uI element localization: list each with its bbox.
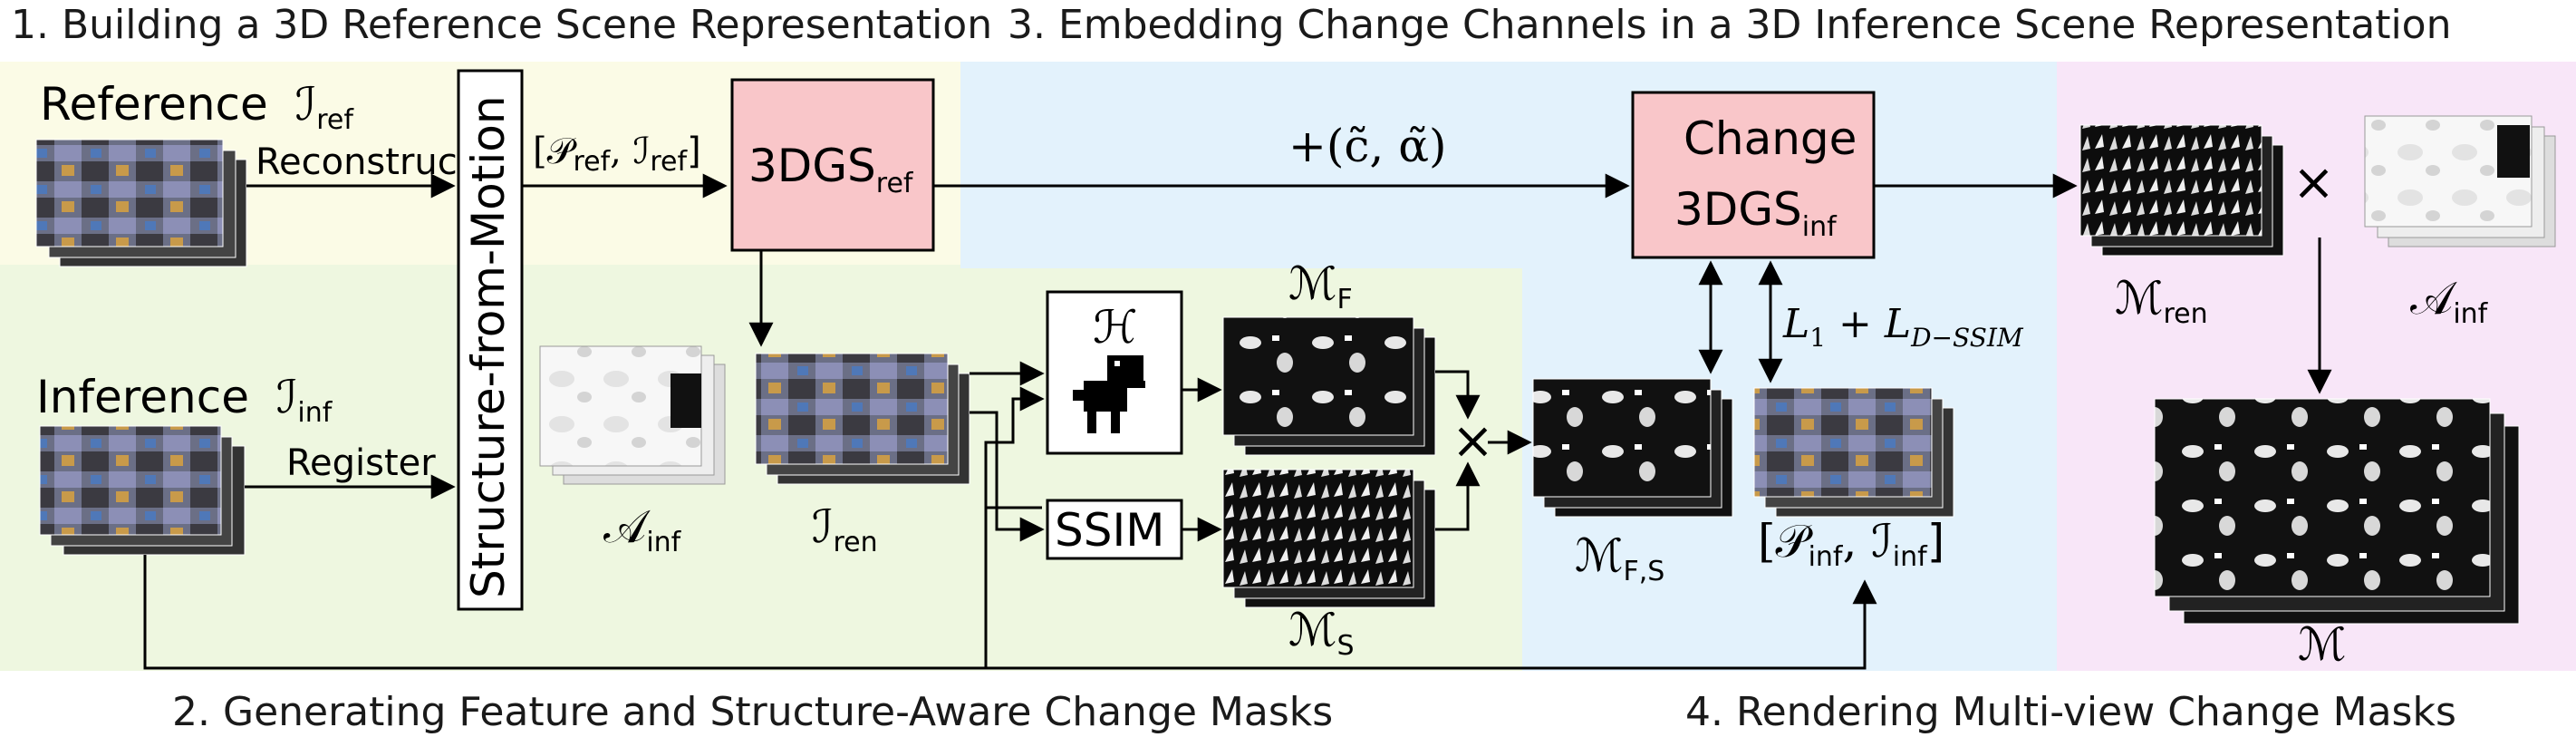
mf-label: ℳF (1288, 257, 1353, 315)
dino-icon (1073, 355, 1145, 433)
final-mask-image-stack (2154, 398, 2520, 625)
pinf-image-stack (1753, 387, 1954, 518)
multiply-symbol-2: × (2292, 153, 2335, 212)
step4-title: 4. Rendering Multi-view Change Masks (1685, 689, 2456, 735)
ms-image-stack (1222, 469, 1436, 608)
change-gs-line1: Change (1684, 112, 1857, 165)
ssim-block (1046, 499, 1183, 560)
change-gs-block (1631, 91, 1876, 259)
reference-image-stack (35, 139, 247, 267)
change-params-label: +(c̃, α̃) (1288, 120, 1446, 172)
final-mask-label: ℳ (2298, 618, 2346, 671)
multiply-symbol-1: × (1452, 412, 1494, 470)
a-inf-right-label: 𝒜inf (2410, 272, 2489, 330)
mren-image-stack (2079, 124, 2284, 257)
i-ren-label: ℐren (812, 500, 878, 558)
inference-bottom-line (143, 555, 1877, 670)
sfm-label: Structure-from-Motion (462, 95, 515, 598)
mren-label: ℳren (2115, 272, 2208, 330)
reference-label: Reference ℐref (40, 78, 354, 136)
iren-to-ssim-branch (970, 411, 1045, 542)
loss-label: L1 + LD−SSIM (1782, 301, 2024, 353)
mfs-label: ℳF,S (1575, 529, 1664, 587)
i-ren-image-stack (755, 353, 970, 485)
ms-to-times-arrow (1435, 461, 1481, 531)
inference-label: Inference ℐinf (36, 371, 333, 429)
iinf-to-h-arrow (984, 386, 1045, 668)
step1-title: 1. Building a 3D Reference Scene Represe… (11, 2, 992, 48)
register-label: Register (286, 442, 436, 484)
ms-label: ℳS (1288, 604, 1355, 662)
ssim-label: SSIM (1055, 504, 1164, 557)
pref-iref-label: [𝒫ref, ℐref] (533, 131, 701, 178)
pinf-label: [𝒫inf, ℐinf] (1758, 515, 1944, 573)
dino-label: ℋ (1093, 301, 1137, 354)
gs-ref-label: 3DGSref (748, 140, 914, 199)
mfs-image-stack (1532, 378, 1733, 518)
a-inf-label: 𝒜inf (603, 500, 682, 558)
reconstruct-label: Reconstruct (256, 141, 471, 183)
inference-image-stack (39, 425, 246, 556)
a-inf-image-stack (539, 345, 726, 485)
a-inf-right-image-stack (2364, 115, 2556, 247)
region-3-background (960, 62, 2057, 268)
step3-title: 3. Embedding Change Channels in a 3D Inf… (1008, 2, 2451, 48)
change-gs-line2: 3DGSinf (1674, 183, 1838, 243)
sfm-block (457, 69, 524, 611)
mf-to-times-arrow (1435, 370, 1481, 420)
gs-ref-block (730, 78, 935, 252)
mf-image-stack (1222, 316, 1436, 456)
step2-title: 2. Generating Feature and Structure-Awar… (172, 689, 1333, 735)
